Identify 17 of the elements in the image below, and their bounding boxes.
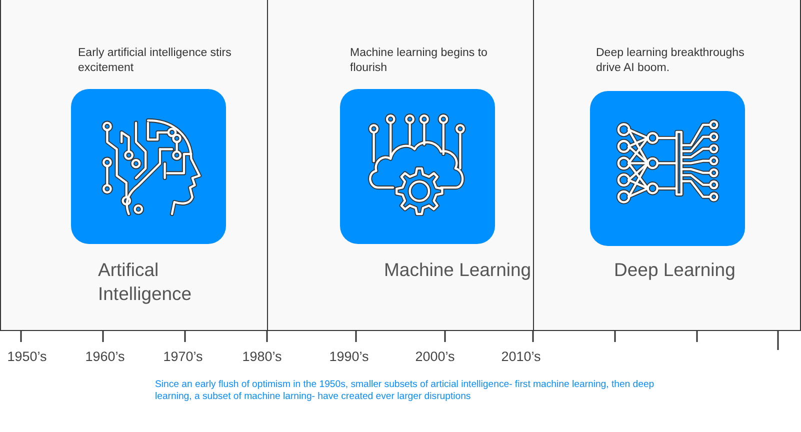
era-title: Artifical Intelligence bbox=[98, 258, 193, 306]
era-panel bbox=[533, 0, 801, 331]
decade-label: 2000’s bbox=[415, 349, 455, 364]
era-title: Machine Learning bbox=[384, 258, 532, 282]
decade-label: 1980’s bbox=[242, 349, 282, 364]
decade-label: 1960’s bbox=[85, 349, 125, 364]
panel-description: Machine learning begins to flourish bbox=[350, 46, 488, 76]
panel-description: Early artificial intelligence stirs excitement bbox=[78, 46, 232, 76]
panel-description: Deep learning breakthroughs drive AI boom. bbox=[596, 46, 746, 76]
decade-label: 2010’s bbox=[501, 349, 541, 364]
era-panel bbox=[267, 0, 534, 331]
decade-label: 1970’s bbox=[163, 349, 203, 364]
era-panel bbox=[0, 0, 268, 331]
era-title: Deep Learning bbox=[614, 258, 736, 282]
decade-label: 1950’s bbox=[7, 349, 47, 364]
decade-label: 1990’s bbox=[329, 349, 369, 364]
caption: Since an early flush of optimism in the 1950s, smaller subsets of articial intelligence- first machine learning, then deep learning, a subset of machine larning- have created ever larger disruptions bbox=[155, 379, 655, 403]
